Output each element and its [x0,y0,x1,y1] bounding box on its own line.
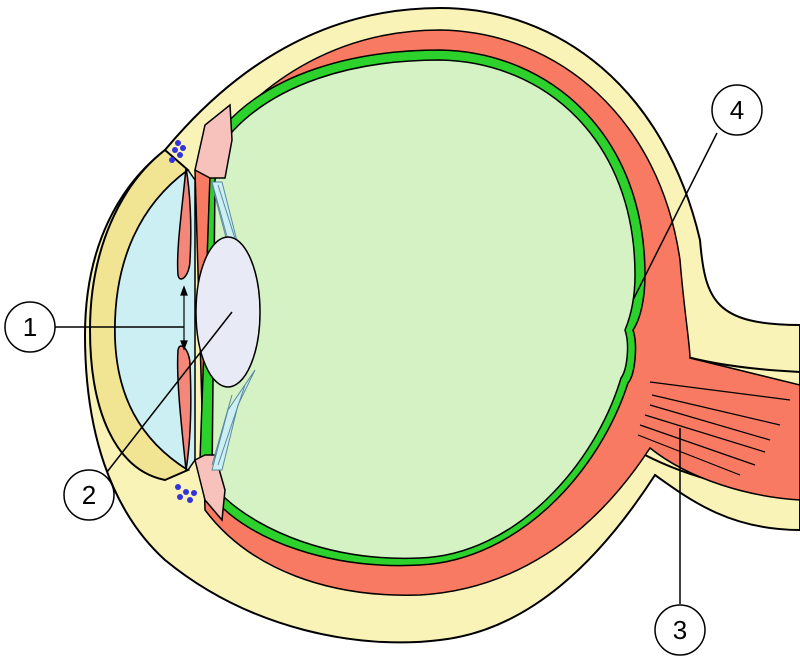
callout-1-label: 1 [23,312,37,342]
anterior-chamber [114,168,196,472]
pupil-arrow [180,285,188,351]
callout-3-label: 3 [673,615,687,645]
drainage-dots-bottom [175,484,197,503]
callout-4: 4 [711,84,763,136]
leader-line-2 [106,311,233,473]
leader-lines [55,132,718,604]
leader-line-4 [632,132,718,301]
ciliary-body-bottom [194,454,226,522]
ciliary-body-top [194,103,233,179]
drainage-dots-top [169,140,186,163]
callout-3: 3 [654,604,706,656]
callout-1: 1 [4,301,56,353]
lens [195,236,261,388]
callout-2-label: 2 [82,480,96,510]
callout-4-label: 4 [730,95,744,125]
optic-nerve-fibers [637,381,791,476]
callout-2: 2 [63,469,115,521]
iris-top [176,167,192,280]
vitreous-body [211,59,636,560]
